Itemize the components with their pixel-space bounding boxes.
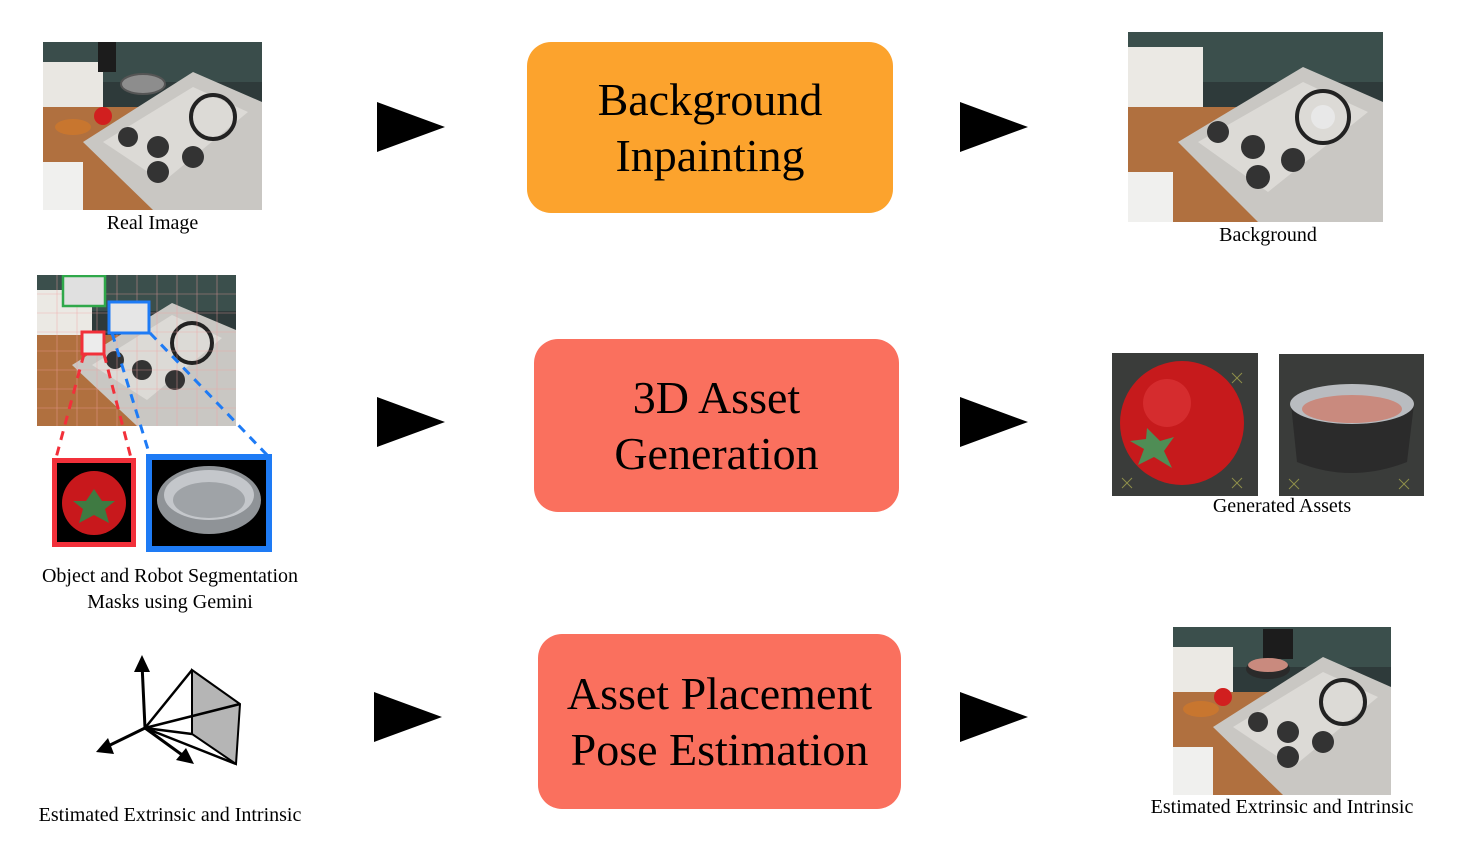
arrow-right-icon xyxy=(958,395,1030,449)
process-line-2: Pose Estimation xyxy=(570,723,869,775)
arrow-right-icon xyxy=(372,690,444,744)
arrow-right-icon xyxy=(958,100,1030,154)
segmentation-caption-line-1: Object and Robot Segmentation xyxy=(41,565,299,587)
zoom-connector-lines xyxy=(54,331,270,459)
background-inpainting-box: Background Inpainting xyxy=(527,42,893,213)
real-image-caption: Real Image xyxy=(106,212,199,234)
real-image xyxy=(43,42,262,210)
generated-pot-asset xyxy=(1279,354,1424,496)
arrow-right-icon xyxy=(375,395,447,449)
segmentation-caption-line-2: Masks using Gemini xyxy=(87,591,253,613)
generated-tomato-asset xyxy=(1112,353,1258,496)
segmentation-image xyxy=(37,275,236,426)
pot-mask-crop xyxy=(146,454,272,552)
arrow-right-icon xyxy=(958,690,1030,744)
camera-frustum-axes-icon xyxy=(90,652,250,772)
process-line-2: Generation xyxy=(614,427,819,479)
camera-estimate-caption: Estimated Extrinsic and Intrinsic xyxy=(38,804,302,826)
background-caption: Background xyxy=(1219,224,1317,246)
arrow-right-icon xyxy=(375,100,447,154)
process-line-2: Inpainting xyxy=(615,129,805,181)
background-image xyxy=(1128,32,1383,222)
asset-generation-box: 3D Asset Generation xyxy=(534,339,899,512)
tomato-mask-crop xyxy=(52,458,136,547)
composed-scene-image xyxy=(1173,627,1391,795)
process-line-1: Background xyxy=(597,73,823,125)
process-line-1: 3D Asset xyxy=(632,371,801,423)
generated-assets-caption: Generated Assets xyxy=(1212,495,1352,517)
composed-scene-caption: Estimated Extrinsic and Intrinsic xyxy=(1150,796,1414,818)
process-line-1: Asset Placement xyxy=(566,667,873,719)
asset-placement-box: Asset Placement Pose Estimation xyxy=(538,634,901,809)
